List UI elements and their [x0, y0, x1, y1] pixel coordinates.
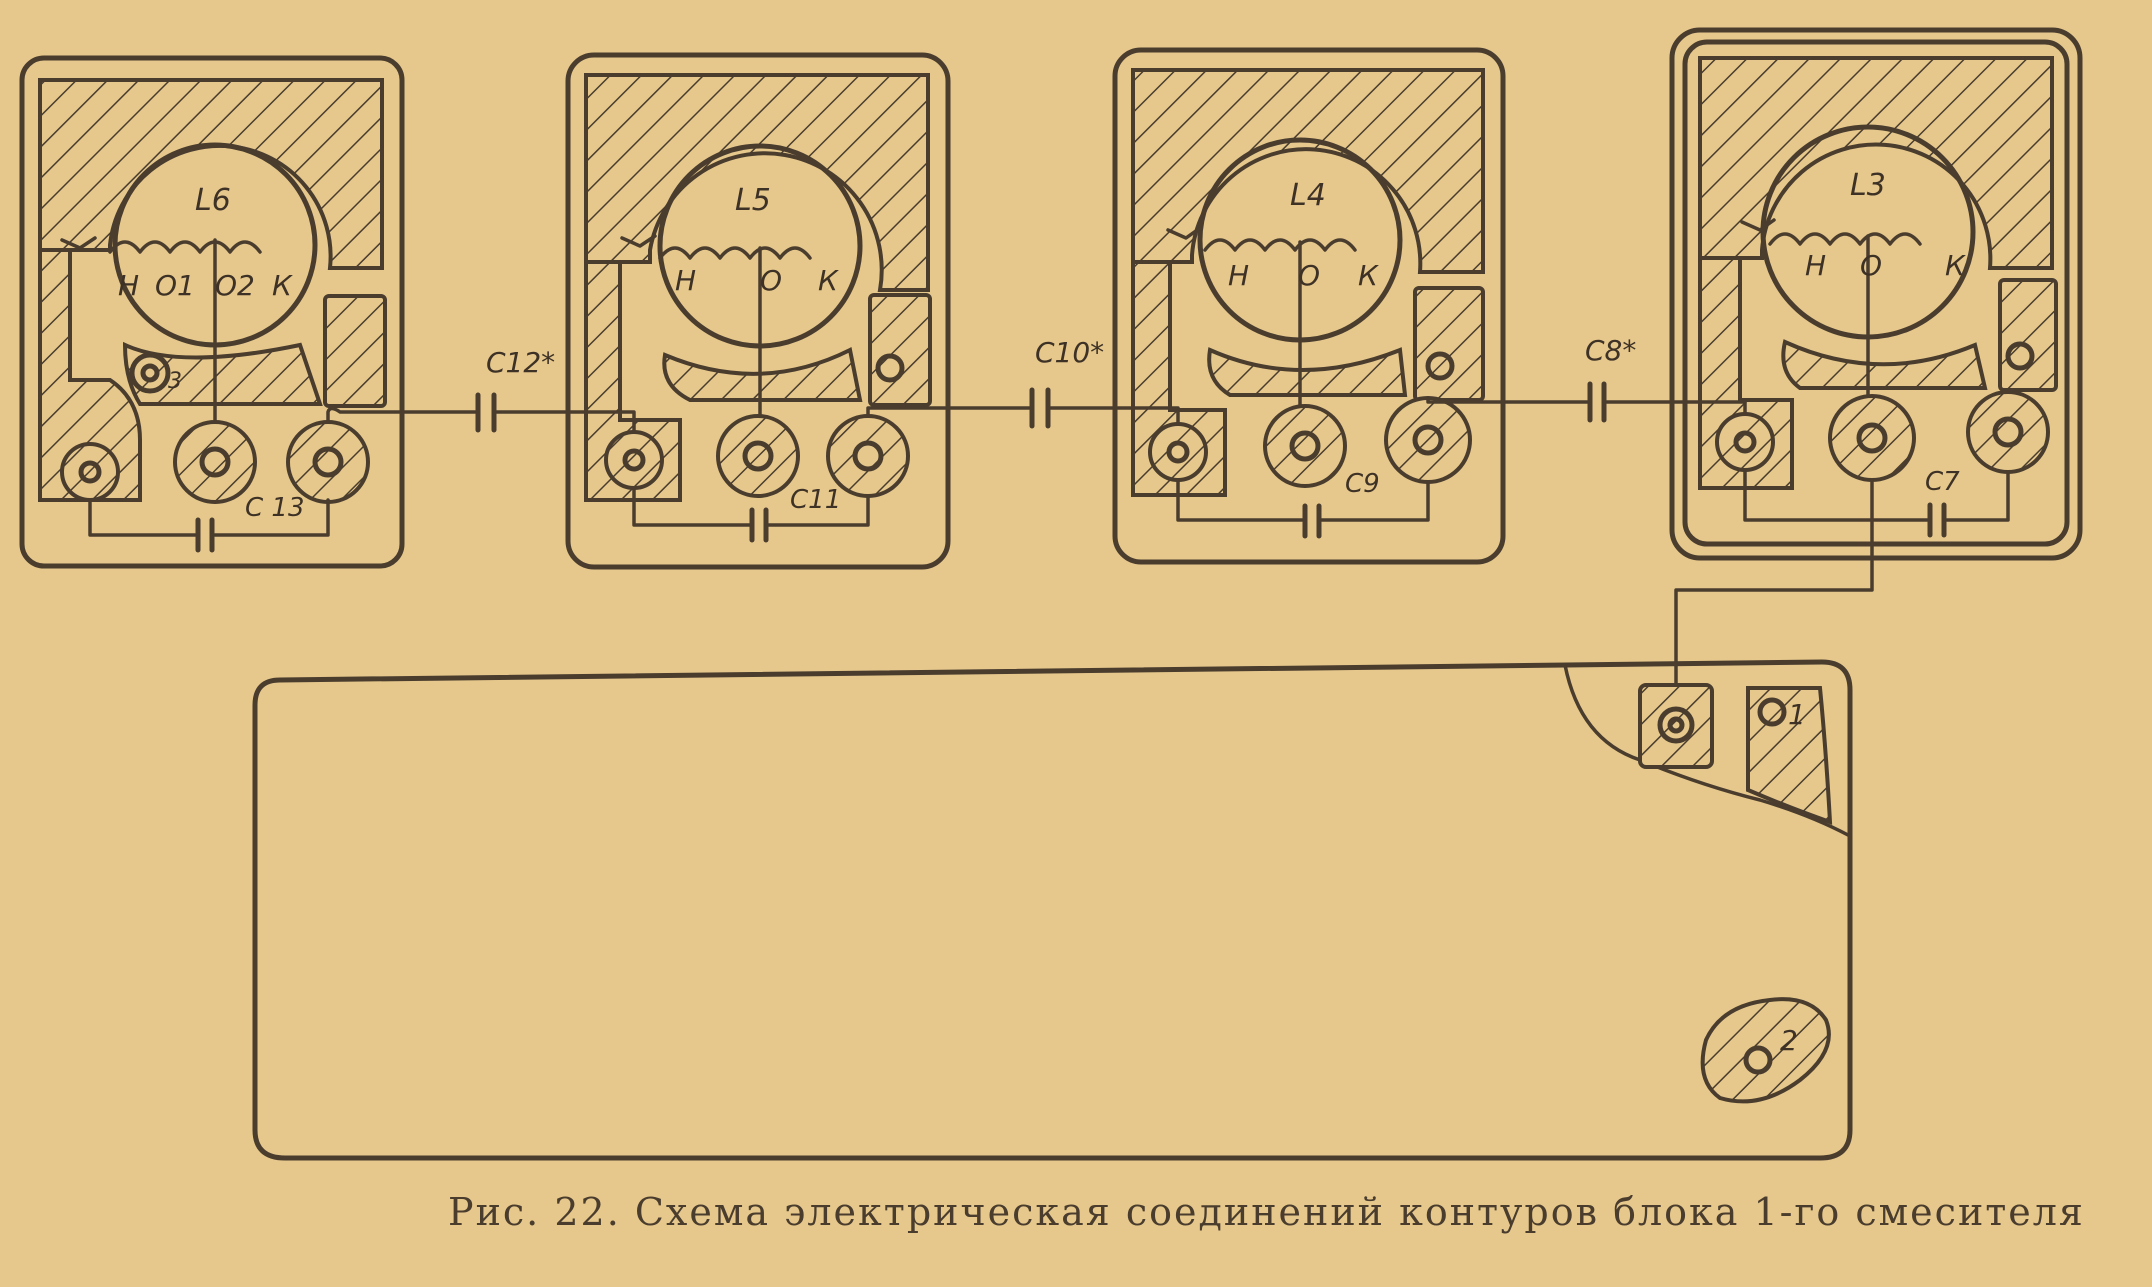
coil-block-l5	[565, 52, 951, 570]
coil-block-l4	[1112, 47, 1506, 565]
coupling-capacitor-label: C10*	[1035, 336, 1104, 369]
coil-block-l3	[1669, 27, 2083, 561]
coupling-capacitor-label: C8*	[1585, 334, 1636, 367]
tap-label: Н	[1805, 249, 1826, 282]
capacitor-label: C7	[1925, 467, 1960, 497]
board-pin-label: 1	[1788, 698, 1806, 731]
figure-caption: Рис. 22. Схема электрическая соединений …	[448, 1190, 2085, 1234]
mixer-board	[252, 659, 1853, 1161]
tap-label: О	[1860, 249, 1882, 282]
coil-block-l6	[19, 55, 405, 569]
capacitor-label: C 13	[245, 493, 305, 523]
coil-label-l3: L3	[1850, 168, 1886, 203]
coupling-bus	[326, 381, 1874, 702]
tap-label: Н	[675, 264, 696, 297]
coil-label-l4: L4	[1290, 178, 1326, 213]
board-pin-label: 2	[1780, 1024, 1798, 1057]
tap-label: О2	[215, 269, 255, 302]
tap-label: К	[1358, 259, 1379, 292]
tap-label: О	[1298, 259, 1320, 292]
capacitor-label: C9	[1345, 469, 1380, 499]
tap-label: Н	[118, 269, 139, 302]
coil-label-l6: L6	[195, 183, 231, 218]
tap-label: Н	[1228, 259, 1249, 292]
tap-label: О1	[155, 269, 195, 302]
pin-label: 3	[168, 369, 182, 394]
coupling-capacitor-label: C12*	[486, 346, 555, 379]
coil-label-l5: L5	[735, 183, 771, 218]
block-labels: L6 Н О1 О2 К 3 C 13 L5 Н О К C11 L4 Н О …	[118, 168, 1966, 1057]
capacitor-label: C11	[790, 485, 841, 515]
tap-label: К	[818, 264, 839, 297]
tap-label: О	[760, 264, 782, 297]
tap-label: К	[272, 269, 293, 302]
tap-label: К	[1945, 249, 1966, 282]
